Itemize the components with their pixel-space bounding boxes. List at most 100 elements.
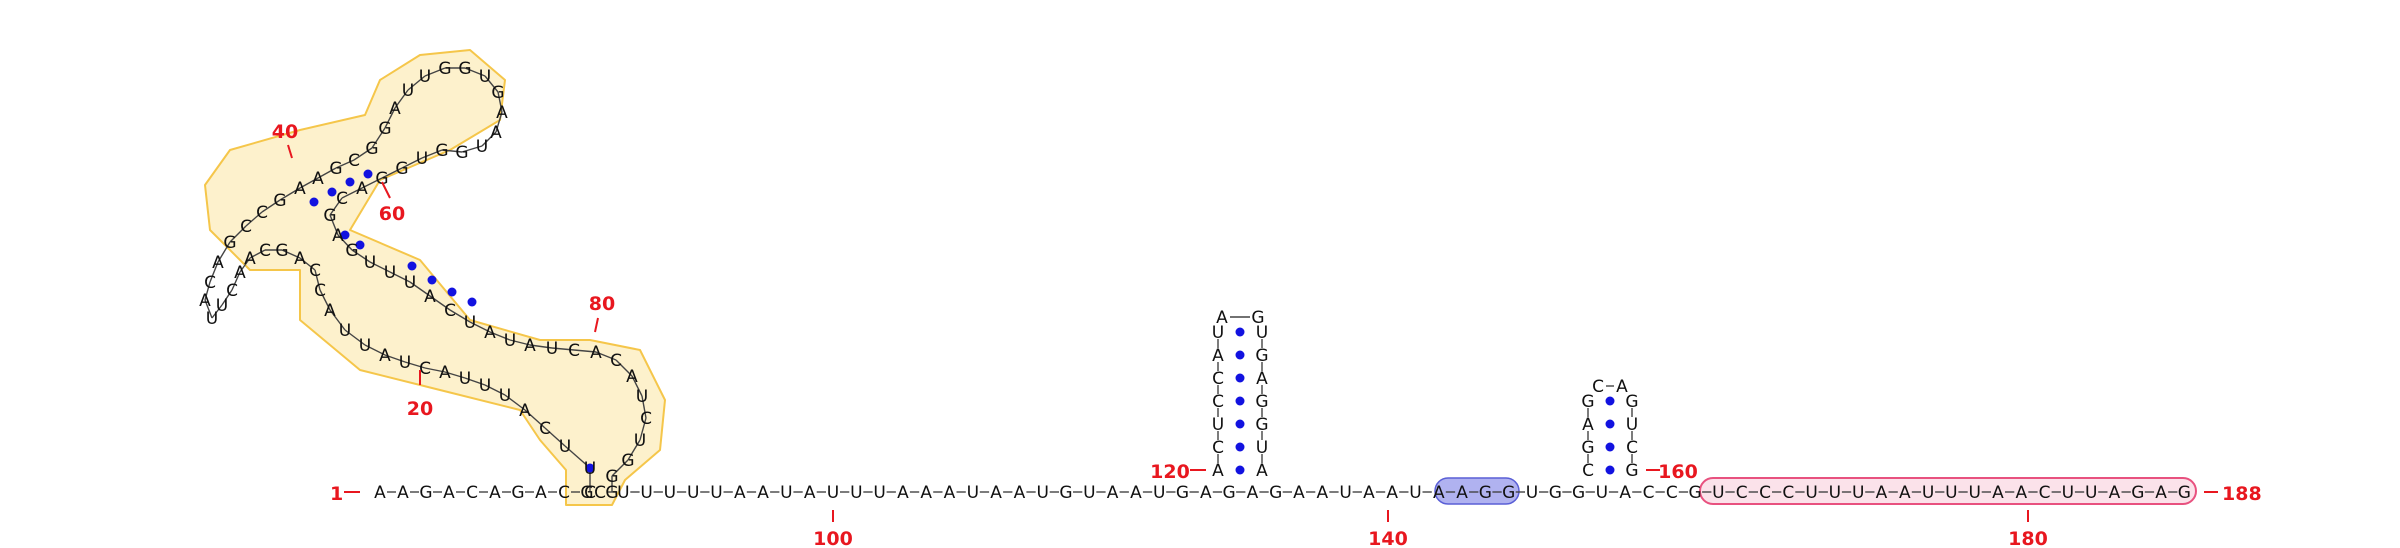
base-pair-dot [407, 261, 417, 271]
base-pair-dot [363, 169, 373, 179]
backbone-segment [444, 371, 466, 379]
nucleotide: C [226, 281, 238, 301]
nucleotide: A [324, 301, 336, 321]
nucleotide: G [458, 59, 471, 79]
nucleotide: C [594, 483, 606, 503]
backbone-segment [364, 344, 386, 356]
backbone-segment [317, 167, 337, 179]
nucleotide: U [1256, 323, 1268, 343]
backbone-segment [229, 225, 247, 243]
nucleotide: A [294, 249, 306, 269]
position-label: 120 [1150, 461, 1190, 483]
nucleotide: A [424, 287, 436, 307]
nucleotide: U [617, 483, 629, 503]
backbone-segment [204, 281, 211, 301]
base-pair-dot [345, 177, 355, 187]
nucleotide: U [2062, 483, 2074, 503]
nucleotide: G [1581, 392, 1594, 412]
nucleotide: U [1153, 483, 1165, 503]
nucleotide: A [990, 483, 1002, 503]
backbone-segment [279, 187, 301, 201]
nucleotide: A [489, 483, 501, 503]
backbone-segment [421, 149, 443, 159]
backbone-segment [299, 257, 316, 271]
nucleotide: U [873, 483, 885, 503]
nucleotide: U [1829, 483, 1841, 503]
backbone-segment [369, 261, 391, 273]
position-label: 20 [407, 398, 433, 420]
backbone-segment [335, 159, 355, 169]
backbone-segment [489, 331, 511, 341]
nucleotide: U [1212, 323, 1224, 343]
nucleotide: C [1212, 438, 1224, 458]
nucleotide: U [1922, 483, 1934, 503]
nucleotide: G [605, 483, 618, 503]
nucleotide: A [397, 483, 409, 503]
backbone-segment [573, 349, 597, 353]
base-pair-dot [1235, 373, 1245, 383]
nucleotide: C [444, 301, 456, 321]
nucleotide: U [364, 253, 376, 273]
backbone [204, 67, 2178, 493]
backbone-segment [371, 127, 386, 149]
nucleotide: A [1316, 483, 1328, 503]
blue-highlight [1434, 477, 1520, 505]
backbone-segment [509, 339, 531, 346]
backbone-segment [449, 309, 471, 323]
base-pair-dot [447, 287, 457, 297]
backbone-segment [429, 295, 451, 311]
nucleotide: A [374, 483, 386, 503]
nucleotide: A [1107, 483, 1119, 503]
backbone-segment [394, 89, 409, 109]
nucleotide: U [419, 67, 431, 87]
nucleotide: G [365, 139, 378, 159]
nucleotide: U [1256, 438, 1268, 458]
nucleotide: A [1130, 483, 1142, 503]
nucleotide: A [1363, 483, 1375, 503]
nucleotide: U [640, 483, 652, 503]
backbone-segment [484, 384, 506, 396]
base-pair-dot [585, 463, 595, 473]
nucleotide: A [1293, 483, 1305, 503]
nucleotide: C [584, 483, 596, 503]
position-label: 160 [1658, 461, 1698, 483]
nucleotide: G [375, 169, 388, 189]
nucleotide: U [504, 331, 516, 351]
nucleotide: A [734, 483, 746, 503]
nucleotide: A [535, 483, 547, 503]
nucleotide: G [1572, 483, 1585, 503]
nucleotide: G [1625, 392, 1638, 412]
nucleotide: C [259, 241, 271, 261]
nucleotide: U [1409, 483, 1421, 503]
backbone-segment [464, 377, 486, 386]
backbone-segment [615, 359, 633, 377]
nucleotide: G [419, 483, 432, 503]
backbone-segment [401, 157, 423, 169]
backbone-segment [245, 211, 263, 227]
nucleotide: C [539, 419, 551, 439]
nucleotide: C [610, 351, 622, 371]
nucleotide: U [1852, 483, 1864, 503]
nucleotide: G [223, 233, 236, 253]
nucleotide: A [757, 483, 769, 503]
nucleotide: A [1014, 483, 1026, 503]
nucleotide: U [459, 369, 471, 389]
nucleotide: U [687, 483, 699, 503]
backbone-segment [595, 351, 617, 361]
nucleotide: G [1255, 346, 1268, 366]
backbone-segment [384, 354, 406, 363]
backbone-segment [217, 241, 231, 263]
backbone-segment [551, 347, 575, 351]
backbone-segment [424, 67, 446, 77]
nucleotide: U [1596, 483, 1608, 503]
backbone-segment [529, 344, 553, 349]
nucleotide: A [1876, 483, 1888, 503]
nucleotide: U [476, 137, 488, 157]
nucleotide: G [1255, 392, 1268, 412]
nucleotide: G [435, 141, 448, 161]
nucleotide: A [1582, 415, 1594, 435]
nucleotide: G [1581, 438, 1594, 458]
base-pair-dot [1235, 465, 1245, 475]
nucleotide: C [1782, 483, 1794, 503]
nucleotide: A [496, 103, 508, 123]
